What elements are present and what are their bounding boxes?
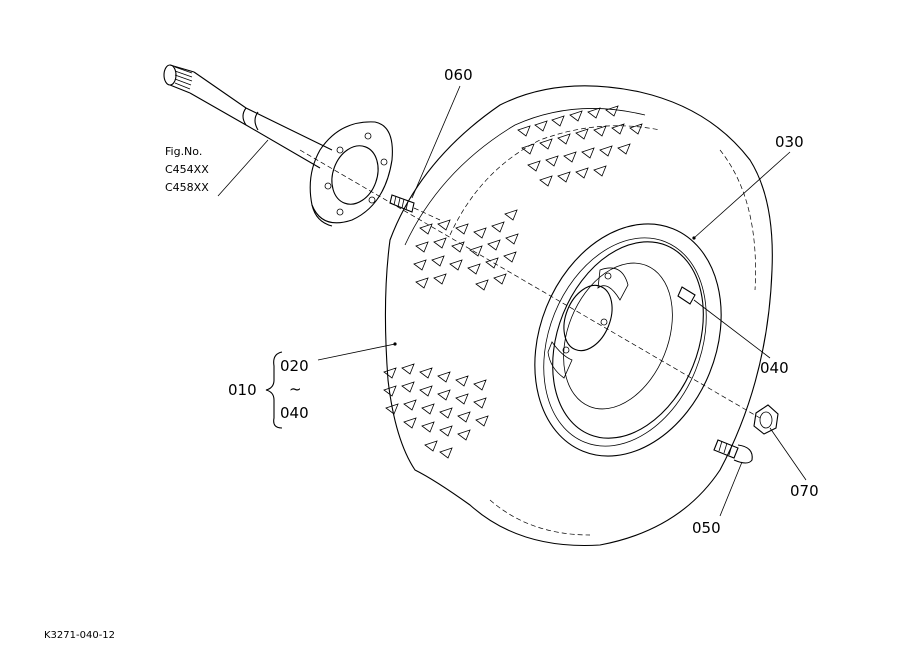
wheel-rim-030 <box>547 241 704 439</box>
range-tilde: ~ <box>289 380 302 398</box>
fig-no-line2: C458XX <box>165 181 209 194</box>
wheel-bolt-050 <box>713 439 753 464</box>
axle-shaft <box>163 64 761 419</box>
callout-brace-010 <box>265 351 283 429</box>
valve-stem-040 <box>677 286 696 305</box>
fig-no-label: Fig.No. <box>165 145 202 158</box>
drawing-code: K3271-040-12 <box>44 630 115 641</box>
callout-010: 010 <box>228 381 257 399</box>
tread-pattern <box>383 105 643 459</box>
wheel-nut-070 <box>753 404 779 435</box>
callout-030: 030 <box>775 133 804 151</box>
callout-060: 060 <box>444 66 473 84</box>
fig-no-line1: C454XX <box>165 163 209 176</box>
callout-050: 050 <box>692 519 721 537</box>
tire <box>384 85 773 547</box>
hub-flange <box>309 121 393 227</box>
leader-lines <box>217 85 807 517</box>
callout-070: 070 <box>790 482 819 500</box>
callout-020: 020 <box>280 357 309 375</box>
callout-range-end-040: 040 <box>280 404 309 422</box>
callout-040: 040 <box>760 359 789 377</box>
wheel-stud-060 <box>389 194 441 221</box>
